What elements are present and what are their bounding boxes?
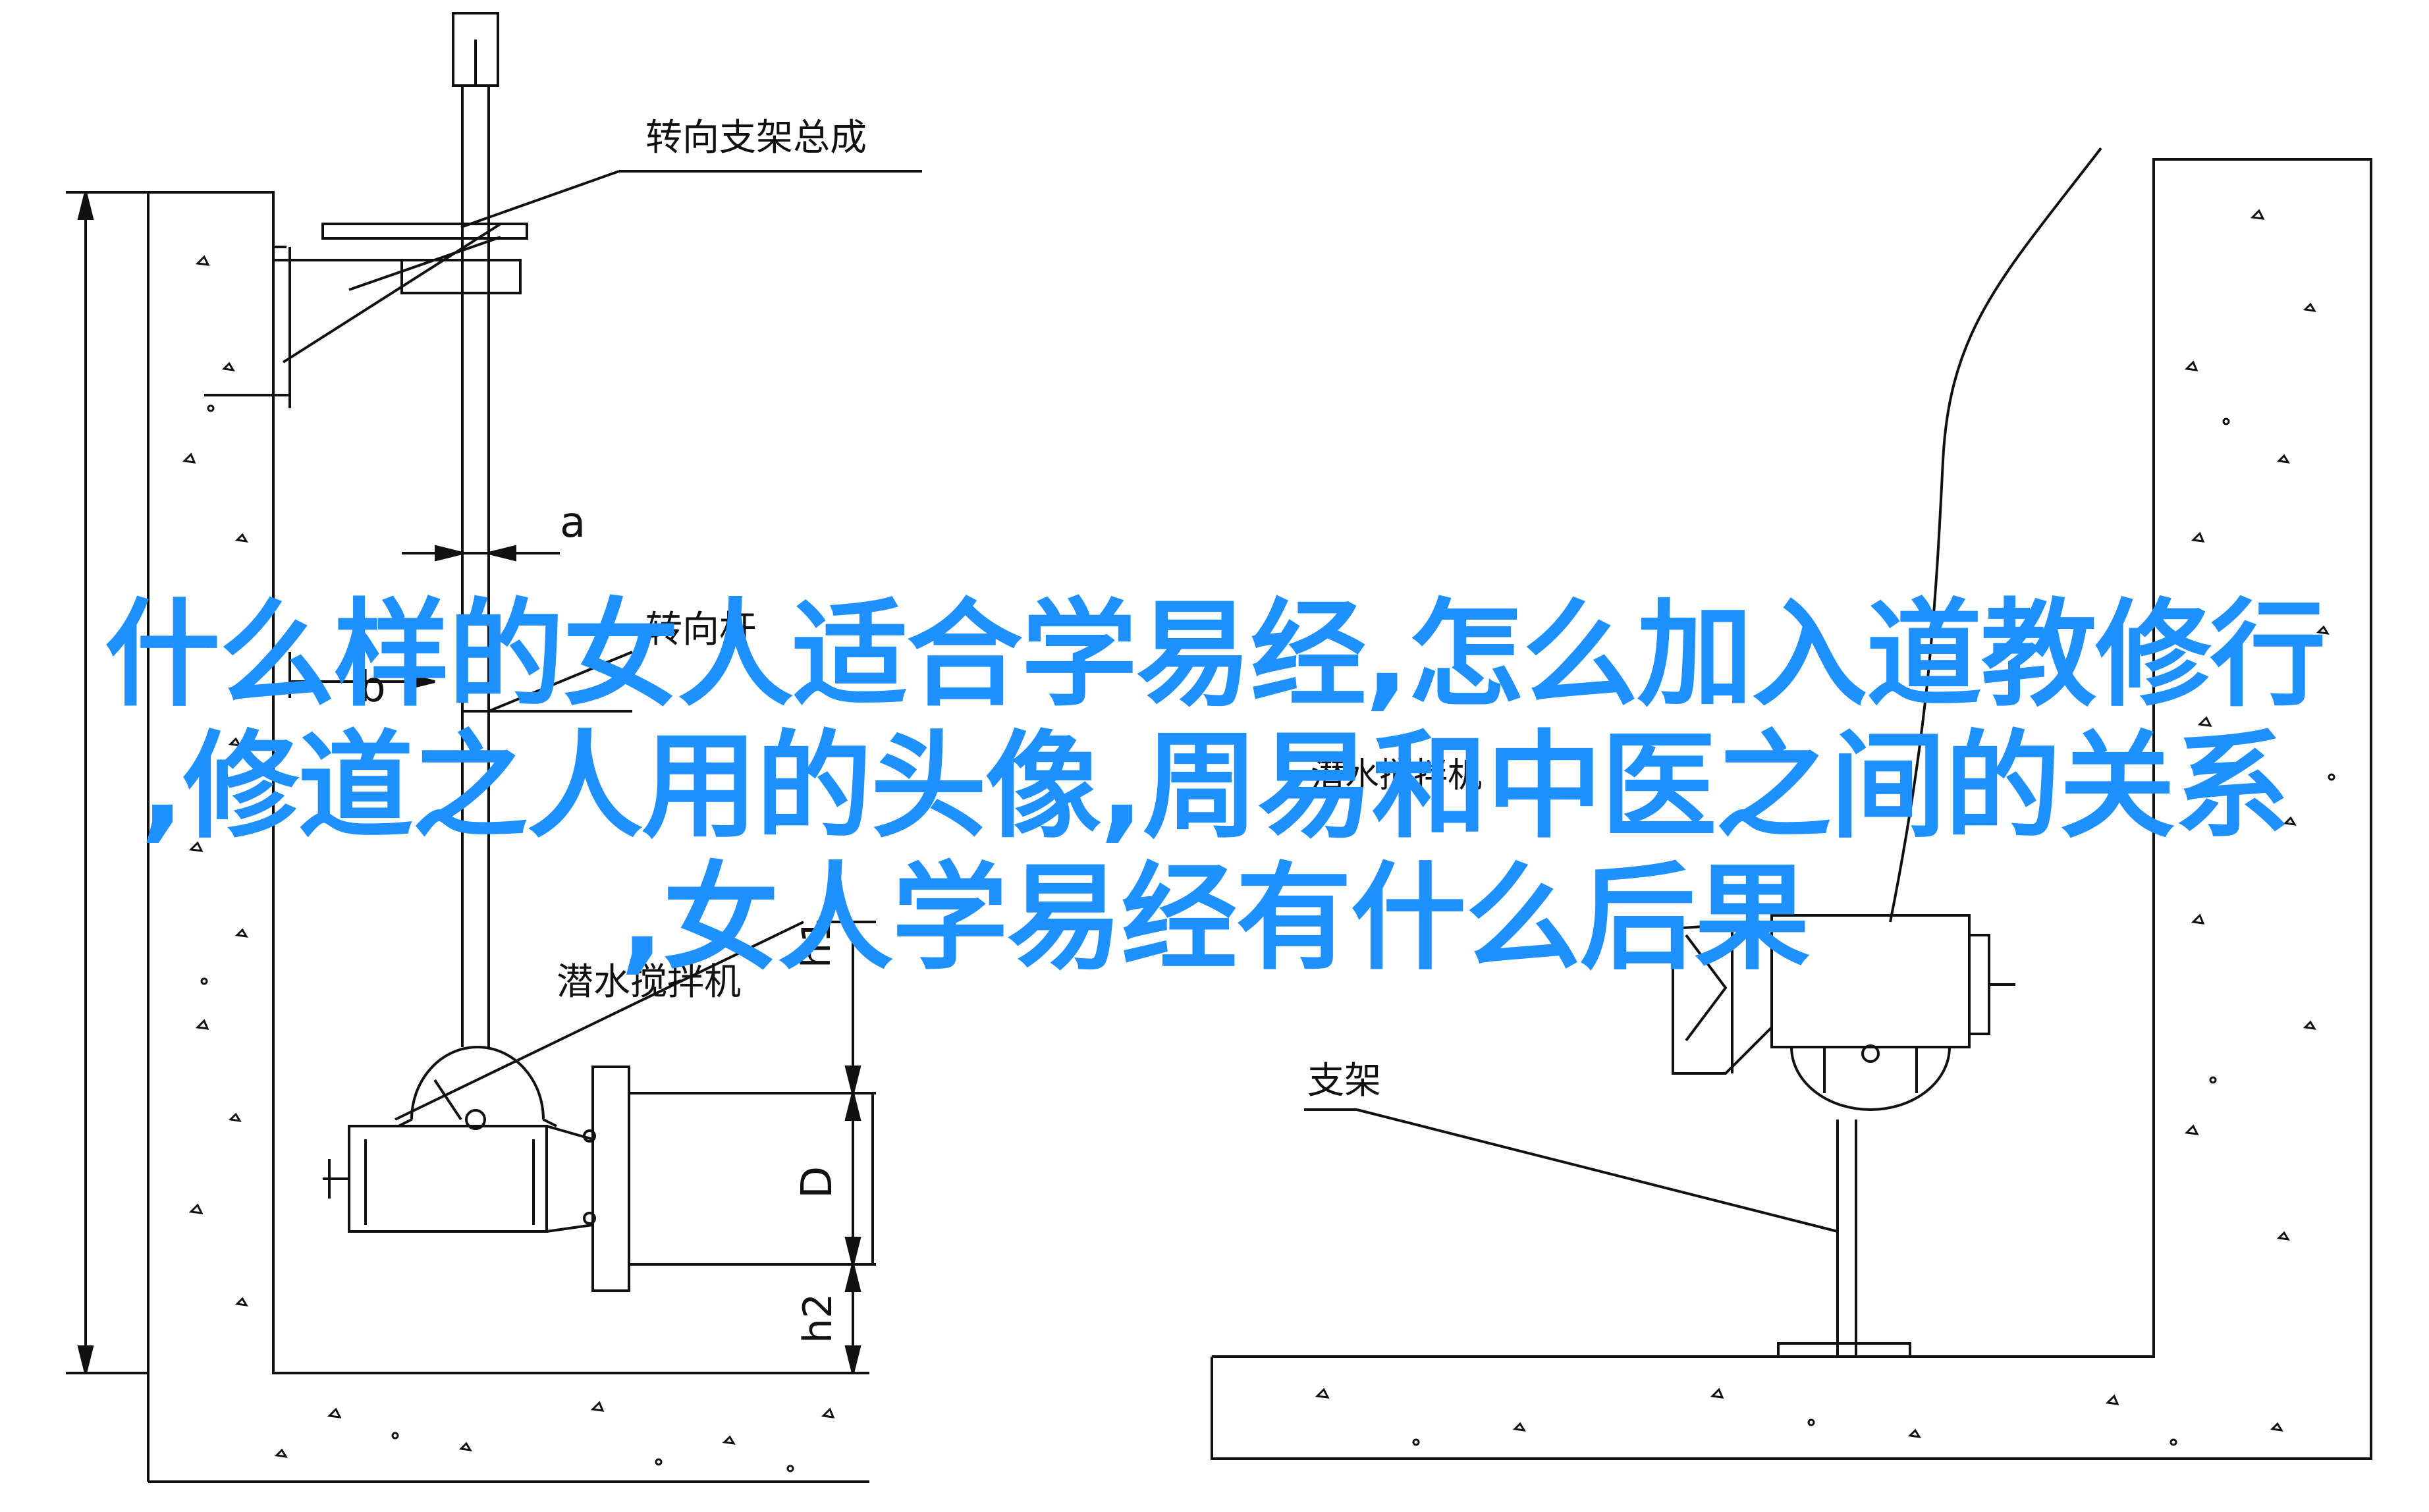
dimension-b (288, 651, 633, 713)
label-dimension-d: D (793, 1166, 842, 1199)
headline-line-2: ,修道之人用的头像,周易和中医之间的关系 (140, 719, 2290, 854)
height-dimension (66, 191, 148, 1374)
label-mixer-left: 潜水搅拌机 (557, 961, 741, 1004)
left-wall-texture (182, 255, 835, 1472)
label-dimension-b: b (359, 663, 386, 712)
right-cable (1889, 147, 2102, 923)
label-bracket: 支架 (1307, 1060, 1381, 1102)
label-steering-assembly: 转向支架总成 (645, 117, 867, 159)
right-mixer (1672, 914, 2015, 1111)
left-wall (125, 191, 869, 1483)
label-dimension-a: a (560, 499, 586, 547)
left-mixer (323, 921, 874, 1292)
label-dimension-h1: h1 (794, 918, 840, 968)
headline-line-1: 什么样的女人适合学易经,怎么加入道教修行 (104, 587, 2326, 722)
right-wall (1211, 158, 2372, 1460)
label-mixer-right: 潜水搅拌机 (1311, 756, 1482, 796)
label-dimension-h2: h2 (795, 1293, 841, 1343)
right-stand (1304, 1108, 1911, 1358)
right-wall-texture (1315, 209, 2335, 1446)
vertical-dimensions (817, 921, 876, 1374)
steering-bracket-assembly (204, 170, 922, 408)
headline-line-3: ,女人学易经有什么后果 (620, 851, 1811, 986)
guide-mast (452, 12, 499, 1047)
label-steering-partial: 转向杆 (645, 608, 756, 651)
dimension-a (402, 545, 560, 562)
